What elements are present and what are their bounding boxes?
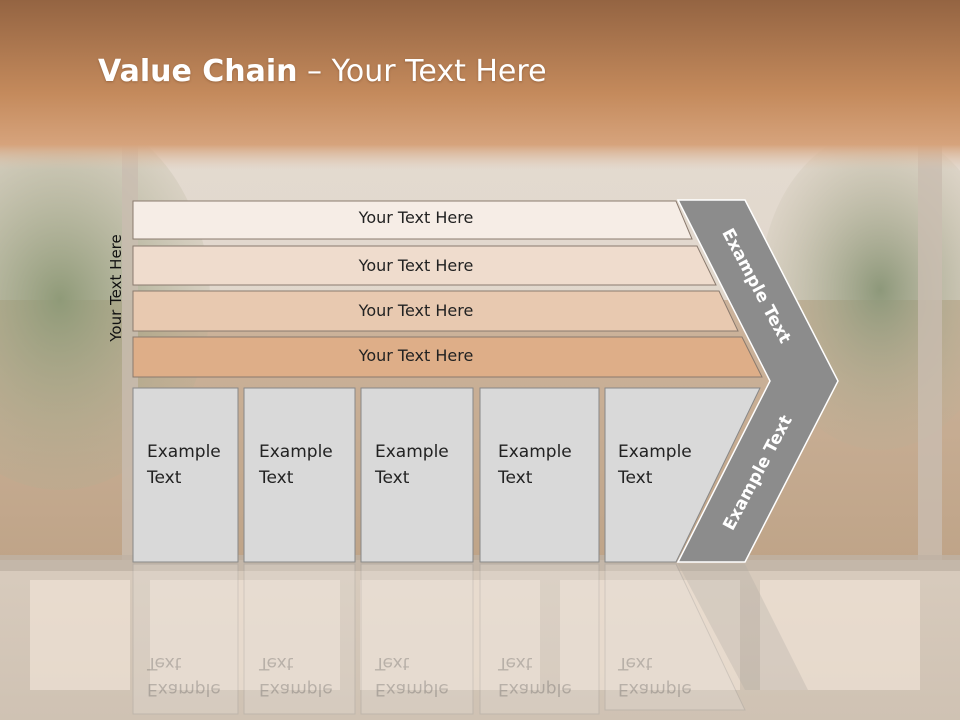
primary-cell-2	[243, 387, 356, 563]
cell-line-2: Text	[147, 468, 182, 488]
cell-line-2: Text	[498, 468, 533, 488]
cell-line-2: Text	[259, 468, 294, 488]
title-rest: – Your Text Here	[297, 54, 547, 89]
cell-line-1: Example	[259, 442, 333, 462]
slide-title: Value Chain – Your Text Here	[98, 54, 547, 89]
support-bar-3	[132, 290, 739, 332]
primary-cell-3	[360, 387, 474, 563]
support-bar-1-label: Your Text Here	[358, 208, 474, 227]
support-bar-3-label: Your Text Here	[358, 301, 474, 320]
cell-line-2: Text	[375, 468, 410, 488]
support-bar-2-label: Your Text Here	[358, 256, 474, 275]
primary-cell-1	[132, 387, 239, 563]
cell-line-1: Example	[375, 442, 449, 462]
cell-line-1: Example	[498, 442, 572, 462]
primary-cell-4	[479, 387, 600, 563]
support-bar-1	[132, 200, 693, 240]
primary-cell-5	[604, 387, 761, 563]
margin-chevron	[676, 199, 839, 563]
support-bar-4	[132, 336, 763, 378]
cell-line-2: Text	[618, 468, 653, 488]
support-bar-4-label: Your Text Here	[358, 346, 474, 365]
cell-line-1: Example	[147, 442, 221, 462]
cell-line-1: Example	[618, 442, 692, 462]
support-bar-2	[132, 245, 717, 286]
title-bold: Value Chain	[98, 54, 298, 89]
